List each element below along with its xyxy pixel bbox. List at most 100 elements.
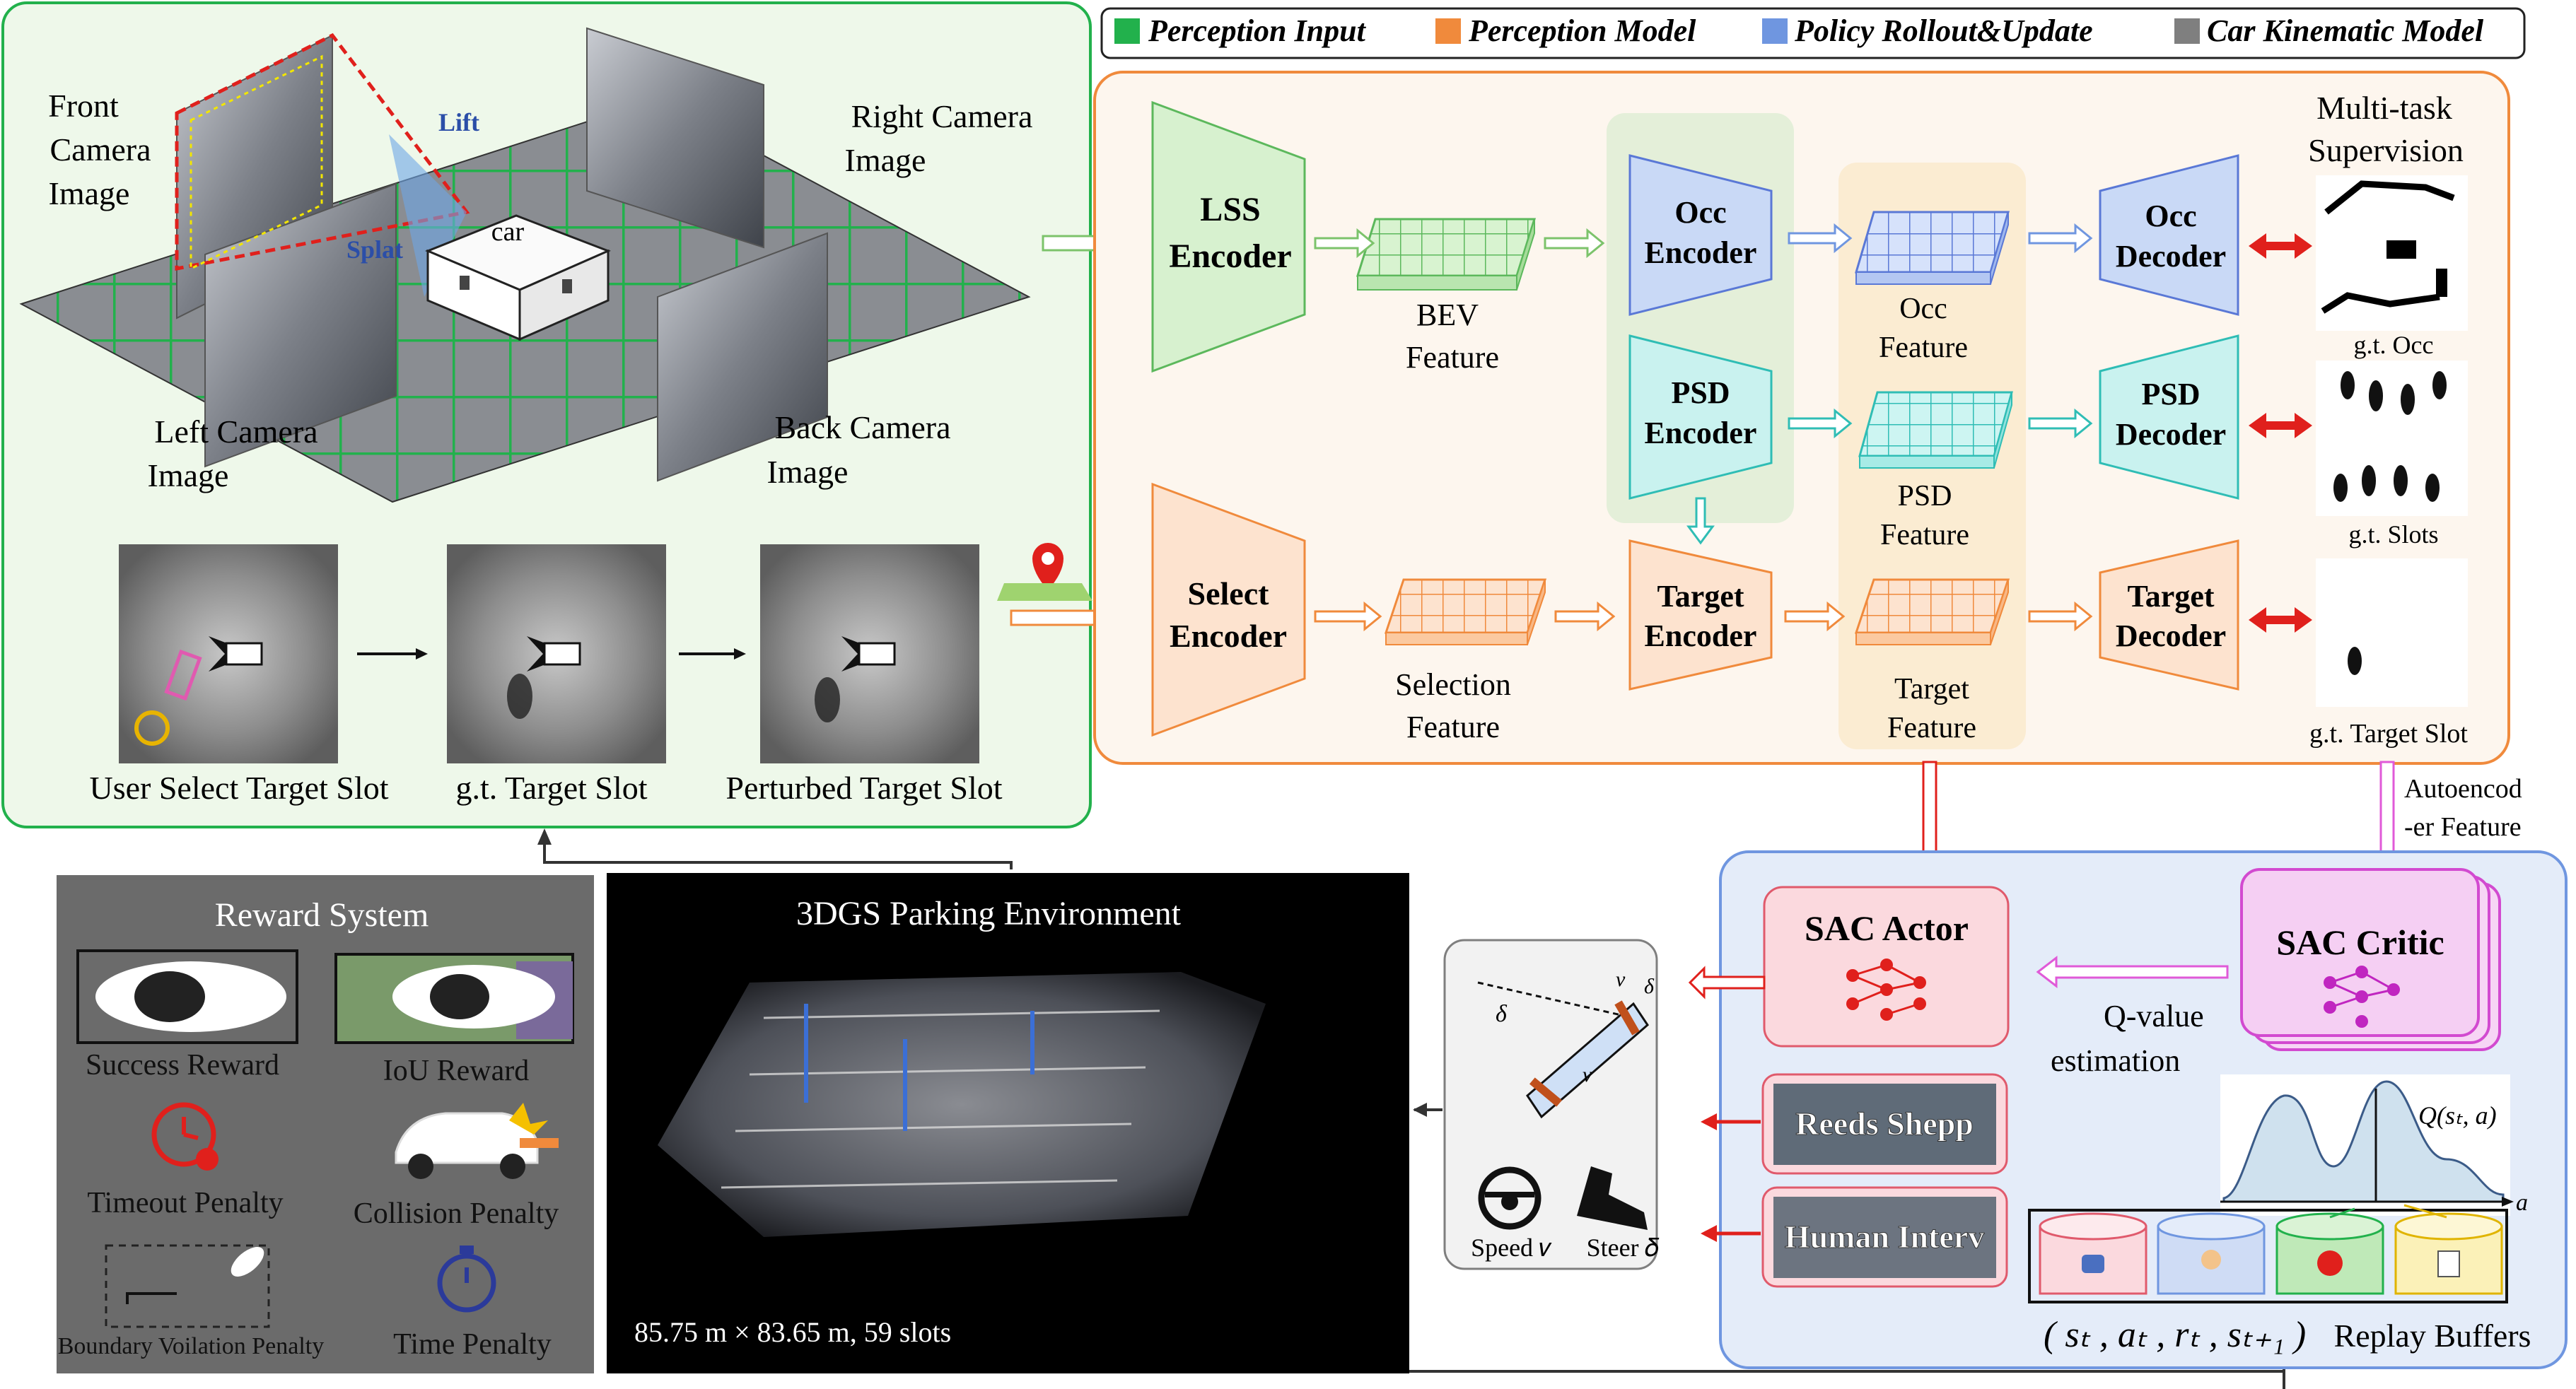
buffer-failure-cylinder bbox=[2275, 1212, 2384, 1295]
svg-text:estimation: estimation bbox=[2051, 1043, 2180, 1078]
legend-swatch-policy bbox=[1762, 18, 1788, 44]
svg-text:Encoder: Encoder bbox=[1645, 416, 1757, 450]
perception-input-panel: car Lift Splat Front Camera Image Right … bbox=[1, 1, 1092, 828]
svg-text:Target: Target bbox=[1894, 673, 1969, 705]
front-camera-label: Front bbox=[48, 88, 119, 124]
svg-text:Image: Image bbox=[49, 175, 130, 211]
stopwatch-icon bbox=[437, 1246, 496, 1313]
svg-text:Feature: Feature bbox=[1887, 712, 1976, 744]
gt-target-bev-image bbox=[447, 544, 666, 763]
psd-feature-block: PSD Feature bbox=[1858, 391, 2013, 551]
lift-label: Lift bbox=[438, 108, 479, 136]
svg-text:SAC Actor: SAC Actor bbox=[1805, 908, 1969, 948]
legend: Perception Input Perception Model Policy… bbox=[1100, 7, 2526, 59]
svg-text:Occ: Occ bbox=[2145, 199, 2196, 233]
svg-text:Target: Target bbox=[1657, 579, 1744, 614]
steering-wheel-icon bbox=[1478, 1166, 1541, 1230]
car-cube: car bbox=[425, 214, 611, 341]
occ-encoder bbox=[1628, 154, 1773, 316]
iou-reward-icon bbox=[334, 953, 574, 1044]
perturbed-target-bev-image bbox=[760, 544, 979, 763]
svg-text:-er Feature: -er Feature bbox=[2404, 812, 2522, 842]
svg-text:v: v bbox=[1616, 968, 1626, 991]
reward-title: Reward System bbox=[215, 896, 429, 934]
q-value-label: Q-value bbox=[2104, 999, 2204, 1033]
svg-text:Human Interv: Human Interv bbox=[1785, 1219, 1984, 1255]
iou-reward-label: IoU Reward bbox=[383, 1055, 529, 1087]
v-label: v bbox=[1583, 1063, 1592, 1086]
svg-text:Image: Image bbox=[845, 142, 926, 178]
location-pin-icon bbox=[997, 543, 1092, 601]
occ-feature-block: Occ Feature bbox=[1854, 211, 2010, 364]
left-camera-label: Left Camera bbox=[154, 414, 317, 450]
svg-text:Feature: Feature bbox=[1879, 332, 1968, 364]
psd-encoder bbox=[1628, 334, 1773, 500]
svg-text:Decoder: Decoder bbox=[2116, 619, 2226, 653]
supervision-arrows bbox=[2249, 233, 2312, 633]
svg-text:Decoder: Decoder bbox=[2116, 417, 2226, 452]
psd-decoder bbox=[2099, 334, 2239, 500]
parking-map-render bbox=[658, 972, 1266, 1237]
svg-text:Occ: Occ bbox=[1674, 195, 1726, 230]
splat-label: Splat bbox=[346, 235, 403, 264]
success-reward-car-icon bbox=[76, 949, 298, 1044]
buffer-checklist-cylinder bbox=[2394, 1212, 2503, 1295]
user-select-bev-image bbox=[119, 544, 338, 763]
pedal-icon bbox=[1577, 1166, 1648, 1230]
boundary-penalty-label: Boundary Voilation Penalty bbox=[58, 1333, 325, 1359]
human-intervention-block: Human Interv bbox=[1761, 1186, 2008, 1288]
gt-target-slot-label: g.t. Target Slot bbox=[2309, 719, 2468, 749]
reeds-shepp-block: Reeds Shepp bbox=[1761, 1073, 2008, 1175]
svg-text:PSD: PSD bbox=[2141, 377, 2200, 411]
legend-label: Policy Rollout&Update bbox=[1794, 13, 2093, 48]
buffer-robot-cylinder bbox=[2039, 1212, 2147, 1295]
steer-label: Steer 𝛿 bbox=[1587, 1233, 1660, 1262]
environment-panel: 3DGS Parking Environment 85.75 m × 83.65… bbox=[607, 873, 1409, 1373]
target-feature-block: Target Feature bbox=[1854, 578, 2010, 744]
svg-text:Decoder: Decoder bbox=[2116, 239, 2226, 274]
reward-system-panel: Reward System Success Reward IoU Reward … bbox=[57, 875, 594, 1373]
target-encoder bbox=[1628, 539, 1773, 691]
success-reward-label: Success Reward bbox=[86, 1049, 279, 1082]
gt-slots-image bbox=[2316, 361, 2468, 516]
splat-region bbox=[389, 134, 467, 297]
back-camera-label: Back Camera bbox=[774, 409, 950, 445]
car-label: car bbox=[491, 217, 525, 247]
gt-occ-image bbox=[2316, 175, 2468, 331]
sac-actor-block: SAC Actor bbox=[1763, 886, 2010, 1048]
perturbed-target-label: Perturbed Target Slot bbox=[725, 770, 1002, 806]
delta-label: δ bbox=[1496, 1001, 1508, 1027]
collision-car-icon bbox=[395, 1103, 559, 1179]
svg-text:Supervision: Supervision bbox=[2308, 132, 2464, 168]
environment-caption: 85.75 m × 83.65 m, 59 slots bbox=[634, 1316, 951, 1348]
a-axis-label: a bbox=[2516, 1190, 2528, 1216]
target-decoder bbox=[2099, 539, 2239, 691]
svg-text:PSD: PSD bbox=[1897, 480, 1952, 512]
svg-text:Feature: Feature bbox=[1880, 519, 1969, 551]
svg-text:BEV: BEV bbox=[1416, 298, 1479, 332]
replay-buffers bbox=[2028, 1204, 2508, 1303]
svg-text:PSD: PSD bbox=[1671, 375, 1730, 410]
kinematic-model-panel: δ v v δ Speed 𝑣 Steer 𝛿 bbox=[1443, 939, 1660, 1270]
svg-text:Feature: Feature bbox=[1406, 710, 1500, 744]
svg-text:Select: Select bbox=[1188, 575, 1270, 611]
legend-swatch-input bbox=[1114, 18, 1140, 44]
select-encoder bbox=[1151, 482, 1306, 737]
svg-text:Encoder: Encoder bbox=[1169, 238, 1291, 275]
gt-target-label: g.t. Target Slot bbox=[455, 770, 647, 806]
legend-swatch-model bbox=[1435, 18, 1461, 44]
svg-text:SAC Critic: SAC Critic bbox=[2276, 922, 2444, 962]
timeout-clock-icon bbox=[151, 1102, 218, 1171]
q-function-label: Q(sₜ, a) bbox=[2418, 1101, 2497, 1130]
time-penalty-label: Time Penalty bbox=[393, 1328, 552, 1361]
svg-text:Image: Image bbox=[148, 457, 229, 493]
policy-rollout-panel: SAC Actor SAC Critic bbox=[1688, 850, 2568, 1369]
svg-text:Camera: Camera bbox=[49, 131, 151, 168]
transition-tuple: ( sₜ , aₜ , rₜ , sₜ₊₁ ) bbox=[2044, 1315, 2306, 1355]
speed-label: Speed 𝑣 bbox=[1471, 1233, 1552, 1262]
svg-text:Encoder: Encoder bbox=[1645, 235, 1757, 270]
sac-critic-block: SAC Critic bbox=[2240, 868, 2501, 1051]
gt-slots-label: g.t. Slots bbox=[2348, 520, 2438, 549]
legend-label: Perception Model bbox=[1468, 13, 1696, 48]
